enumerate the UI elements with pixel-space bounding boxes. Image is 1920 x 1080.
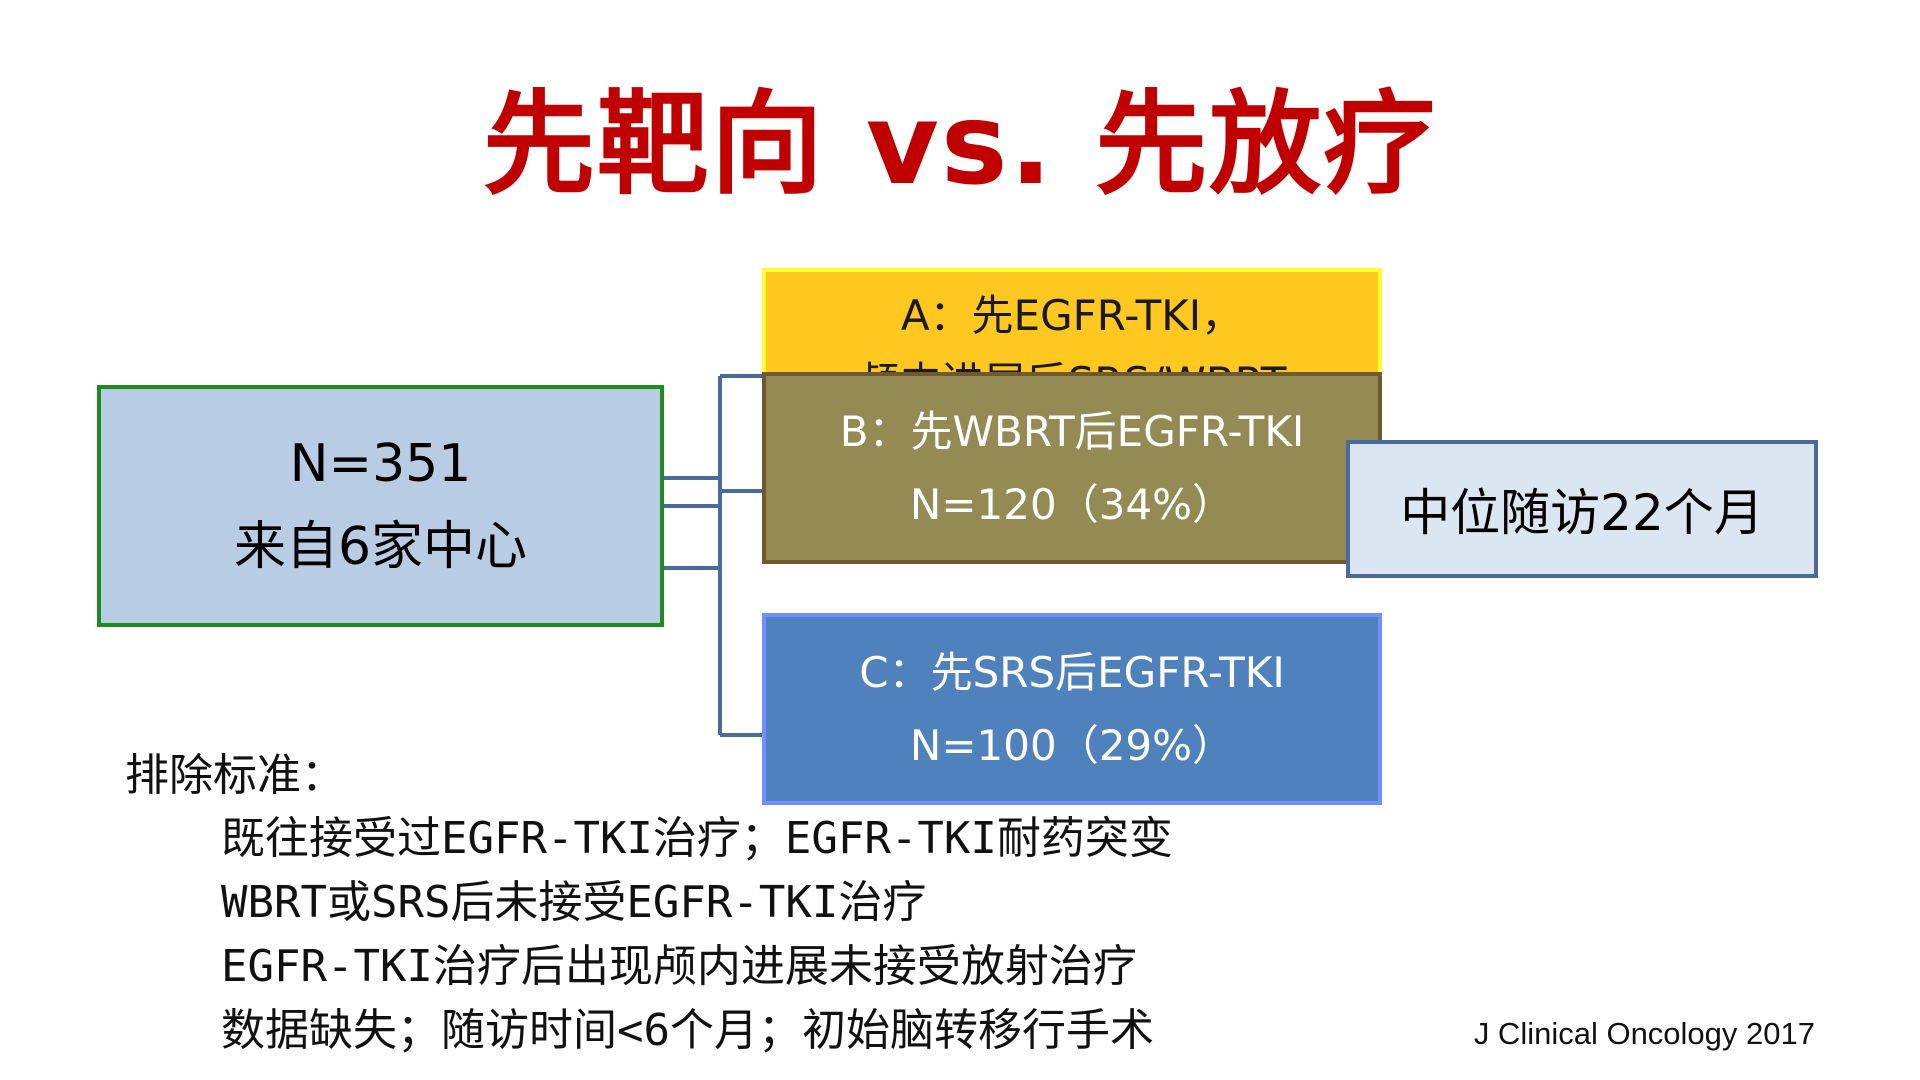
- exclusion-item: 既往接受过EGFR-TKI治疗；EGFR-TKI耐药突变: [221, 813, 1173, 864]
- cohort-box: N=351 来自6家中心: [97, 385, 664, 627]
- citation: J Clinical Oncology 2017: [1473, 1016, 1815, 1051]
- exclusion-criteria: 排除标准： 既往接受过EGFR-TKI治疗；EGFR-TKI耐药突变 WBRT或…: [125, 745, 1173, 1063]
- follow-up-box: 中位随访22个月: [1346, 440, 1818, 578]
- arm-b-line1: B：先WBRT后EGFR-TKI: [839, 406, 1305, 456]
- exclusion-item: EGFR-TKI治疗后出现颅内进展未接受放射治疗: [221, 941, 1137, 992]
- exclusion-heading: 排除标准：: [125, 750, 345, 801]
- arm-a-box: A：先EGFR-TKI， 颅内进展后SRS/WBRT: [762, 268, 1382, 386]
- cohort-source: 来自6家中心: [233, 517, 528, 577]
- follow-up-text: 中位随访22个月: [1400, 484, 1764, 542]
- arm-c-line2: N=100（29%）: [909, 721, 1235, 770]
- cohort-n: N=351: [289, 433, 472, 494]
- exclusion-item: WBRT或SRS后未接受EGFR-TKI治疗: [221, 877, 927, 928]
- arm-b-line2: N=120（34%）: [909, 480, 1235, 529]
- arm-c-box: C：先SRS后EGFR-TKI N=100（29%）: [762, 613, 1382, 805]
- arm-a-line1: A：先EGFR-TKI，: [900, 291, 1244, 340]
- slide-title: 先靶向 vs. 先放疗: [482, 80, 1438, 210]
- arm-b-box: B：先WBRT后EGFR-TKI N=120（34%）: [762, 372, 1382, 564]
- exclusion-item: 数据缺失；随访时间<6个月；初始脑转移行手术: [221, 1005, 1154, 1056]
- arm-c-line1: C：先SRS后EGFR-TKI: [859, 647, 1285, 697]
